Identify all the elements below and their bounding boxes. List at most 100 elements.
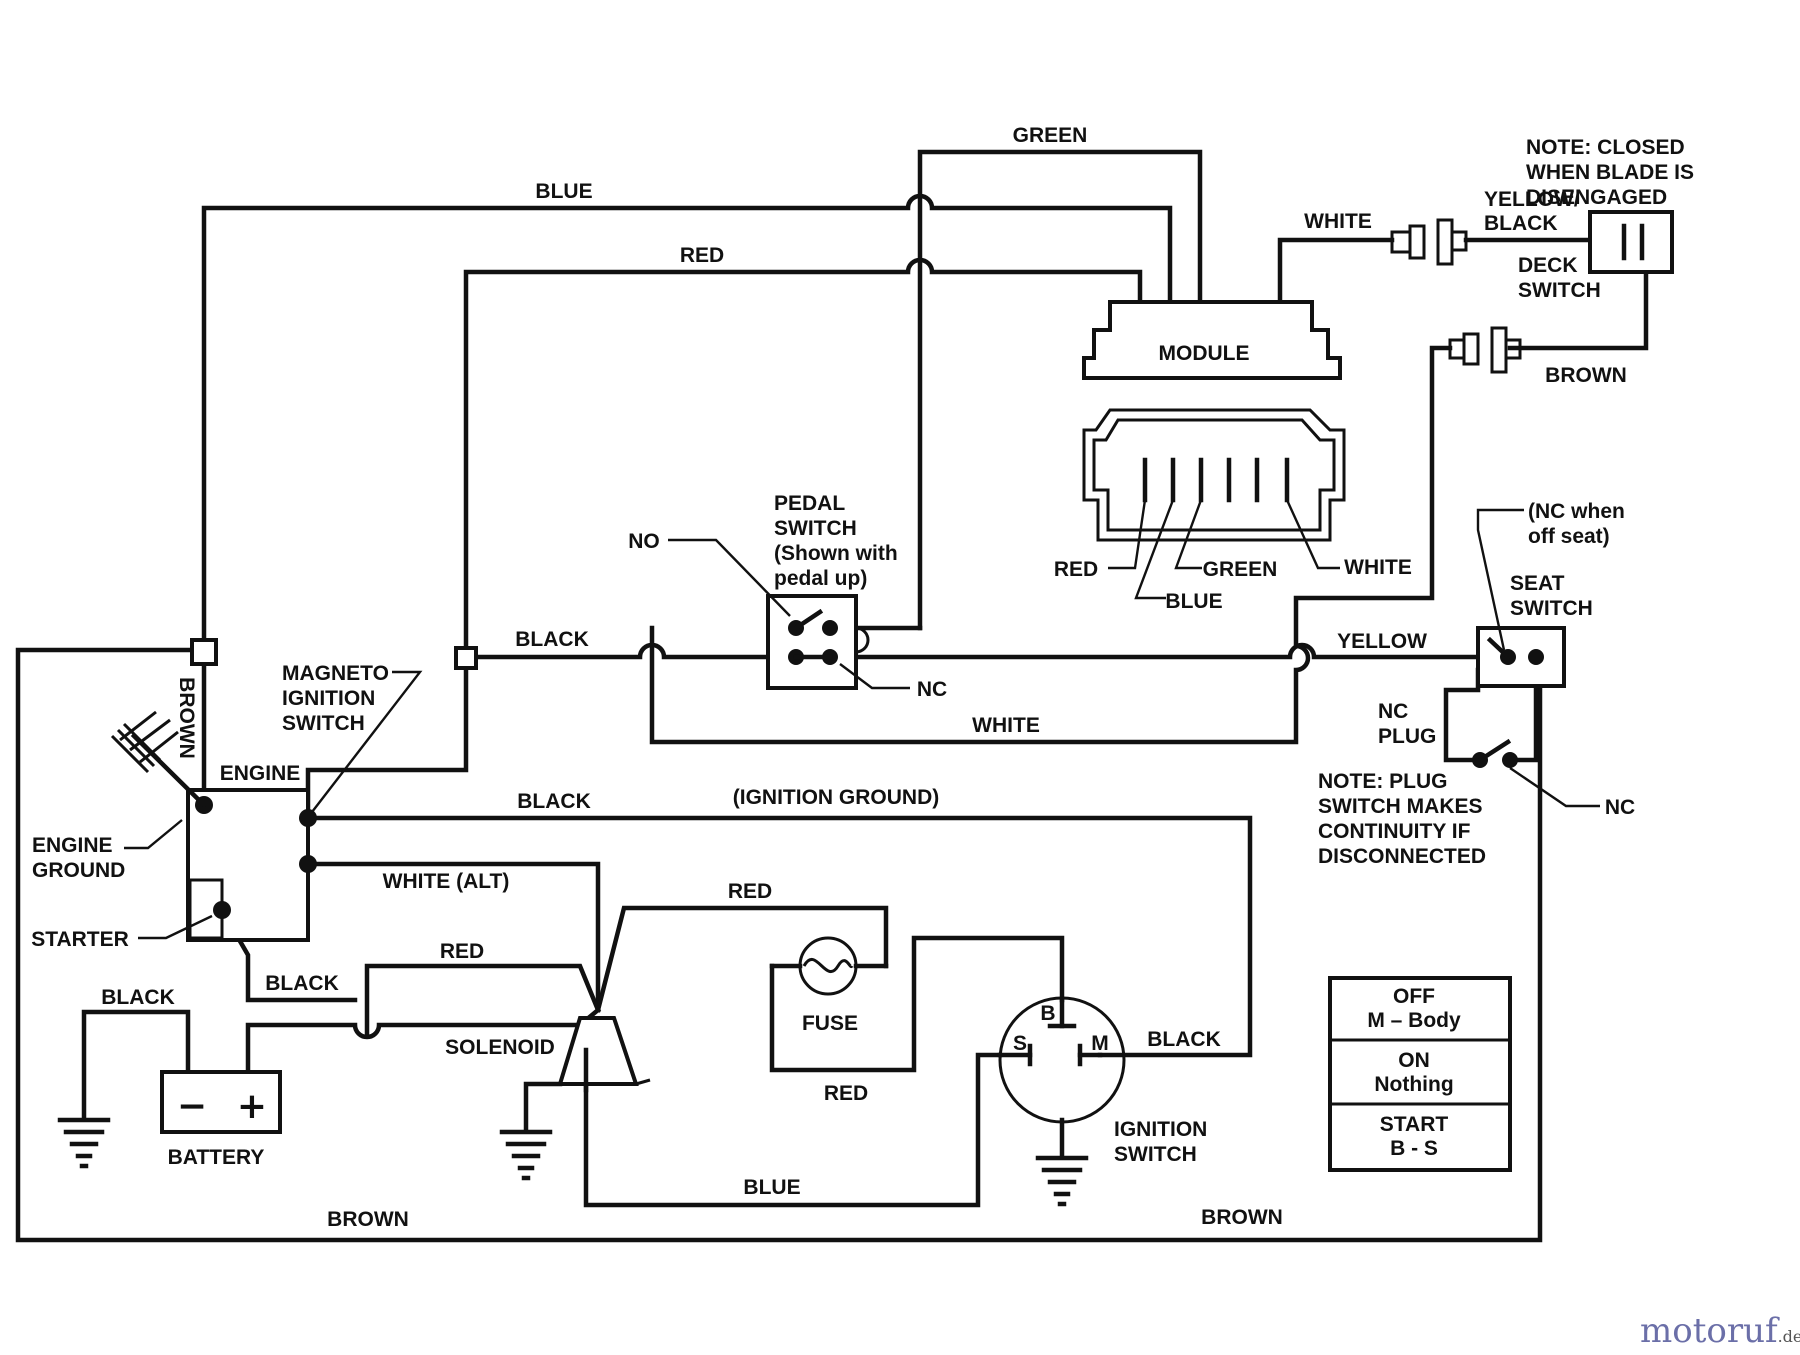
fuse-symbol bbox=[769, 936, 889, 996]
pedal-no-leader bbox=[668, 538, 791, 617]
pedal-nc-leader bbox=[839, 663, 910, 690]
label-black-starter: BLACK bbox=[265, 972, 339, 995]
wire-brown-deck bbox=[1507, 267, 1649, 351]
solenoid-label: SOLENOID bbox=[445, 1036, 555, 1059]
label-line: IGNITION bbox=[1114, 1118, 1207, 1141]
wire-solenoid-ground bbox=[523, 1081, 563, 1133]
legend-off-connection: M – Body bbox=[1367, 1009, 1461, 1032]
label-line: MAGNETO bbox=[282, 662, 389, 685]
legend-on-connection: Nothing bbox=[1374, 1073, 1453, 1096]
starter-leader bbox=[138, 914, 213, 940]
pedal-switch bbox=[766, 594, 870, 690]
wire-red-fuse-top bbox=[595, 905, 889, 1013]
label-brown-vertical: BROWN bbox=[175, 677, 198, 759]
wire-red-top bbox=[463, 257, 1143, 653]
plug-nc-leader bbox=[1509, 767, 1600, 808]
label-brown-right: BROWN bbox=[1201, 1206, 1283, 1229]
legend-off-position: OFF bbox=[1393, 985, 1435, 1008]
label-line: GROUND bbox=[32, 859, 125, 882]
battery-plus: + bbox=[237, 1086, 267, 1127]
starter-label: STARTER bbox=[31, 928, 129, 951]
terminal-s: S bbox=[1013, 1032, 1027, 1055]
label-line: pedal up) bbox=[774, 567, 867, 590]
wire-red-fuse-bottom bbox=[769, 935, 1065, 1073]
label-module-blue: BLUE bbox=[1165, 590, 1222, 613]
wire-white-alt bbox=[305, 861, 601, 1013]
legend-start-position: START bbox=[1380, 1113, 1449, 1136]
label-line: SWITCH bbox=[282, 712, 365, 735]
label-line: BLACK bbox=[1484, 212, 1558, 235]
label-line: SWITCH bbox=[1518, 279, 1601, 302]
label-blue-bottom: BLUE bbox=[743, 1176, 800, 1199]
label-line: SWITCH bbox=[774, 517, 857, 540]
label-black-magneto: BLACK bbox=[515, 628, 589, 651]
label-line: WHEN BLADE IS bbox=[1526, 161, 1694, 184]
label-module-red: RED bbox=[1054, 558, 1098, 581]
wire-green bbox=[917, 149, 1203, 631]
label-green: GREEN bbox=[1013, 124, 1088, 147]
wire-plug-brown bbox=[1507, 667, 1539, 763]
legend-on-position: ON bbox=[1398, 1049, 1430, 1072]
label-line: NC bbox=[1378, 700, 1408, 723]
seat-switch bbox=[1476, 626, 1566, 688]
label-line: IGNITION bbox=[282, 687, 375, 710]
label-white-module: WHITE bbox=[1304, 210, 1372, 233]
label-line: PLUG bbox=[1378, 725, 1436, 748]
label-black-ignition: BLACK bbox=[517, 790, 591, 813]
label-red-top: RED bbox=[680, 244, 724, 267]
plug-nc-label: NC bbox=[1605, 796, 1635, 819]
label-line: DECK bbox=[1518, 254, 1578, 277]
label-line: DISENGAGED bbox=[1526, 186, 1667, 209]
label-line: PEDAL bbox=[774, 492, 845, 515]
engine-ground-symbol bbox=[110, 710, 208, 809]
label-line: NOTE: CLOSED bbox=[1526, 136, 1685, 159]
terminal-m: M bbox=[1091, 1032, 1109, 1055]
ignition-switch-symbol bbox=[997, 996, 1126, 1124]
label-line: NOTE: PLUG bbox=[1318, 770, 1448, 793]
wire-black-battery bbox=[81, 1009, 191, 1121]
pedal-nc-label: NC bbox=[917, 678, 947, 701]
ground-symbol-ignition bbox=[1035, 1155, 1089, 1207]
label-line: CONTINUITY IF bbox=[1318, 820, 1471, 843]
label-line: SWITCH bbox=[1510, 597, 1593, 620]
watermark-suffix: .de bbox=[1778, 1327, 1800, 1346]
label-black-battery: BLACK bbox=[101, 986, 175, 1009]
engine-ground-leader bbox=[124, 819, 183, 850]
pedal-no-label: NO bbox=[628, 530, 660, 553]
junction-blue-brown bbox=[190, 638, 218, 666]
label-yellow-black: YELLOW/BLACK bbox=[1484, 188, 1580, 235]
wire-white-loop bbox=[649, 345, 1453, 745]
label-line: YELLOW/ bbox=[1484, 188, 1580, 211]
label-black-switch: BLACK bbox=[1147, 1028, 1221, 1051]
label-module-green: GREEN bbox=[1203, 558, 1278, 581]
label-red-solenoid: RED bbox=[728, 880, 772, 903]
engine-block bbox=[186, 788, 317, 942]
module-body bbox=[1082, 300, 1342, 380]
wire-ignition-ground bbox=[305, 815, 1253, 1058]
label-line: (Shown with bbox=[774, 542, 898, 565]
terminal-b: B bbox=[1040, 1002, 1055, 1025]
label-yellow-seat: YELLOW bbox=[1337, 630, 1427, 653]
label-blue-top: BLUE bbox=[535, 180, 592, 203]
wire-yellow bbox=[827, 642, 1511, 660]
wire-brown-loop bbox=[15, 647, 1543, 1243]
battery-box bbox=[160, 1070, 282, 1134]
label-brown-left: BROWN bbox=[327, 1208, 409, 1231]
wire-blue-bottom bbox=[583, 1052, 1003, 1208]
nc-plug-switch bbox=[1472, 738, 1518, 768]
engine-label: ENGINE bbox=[220, 762, 301, 785]
ground-symbol-solenoid bbox=[499, 1129, 553, 1181]
watermark: motoruf.de bbox=[1640, 1311, 1800, 1351]
wire-red-battery-b bbox=[364, 963, 601, 1038]
ground-symbol-battery bbox=[57, 1117, 111, 1169]
